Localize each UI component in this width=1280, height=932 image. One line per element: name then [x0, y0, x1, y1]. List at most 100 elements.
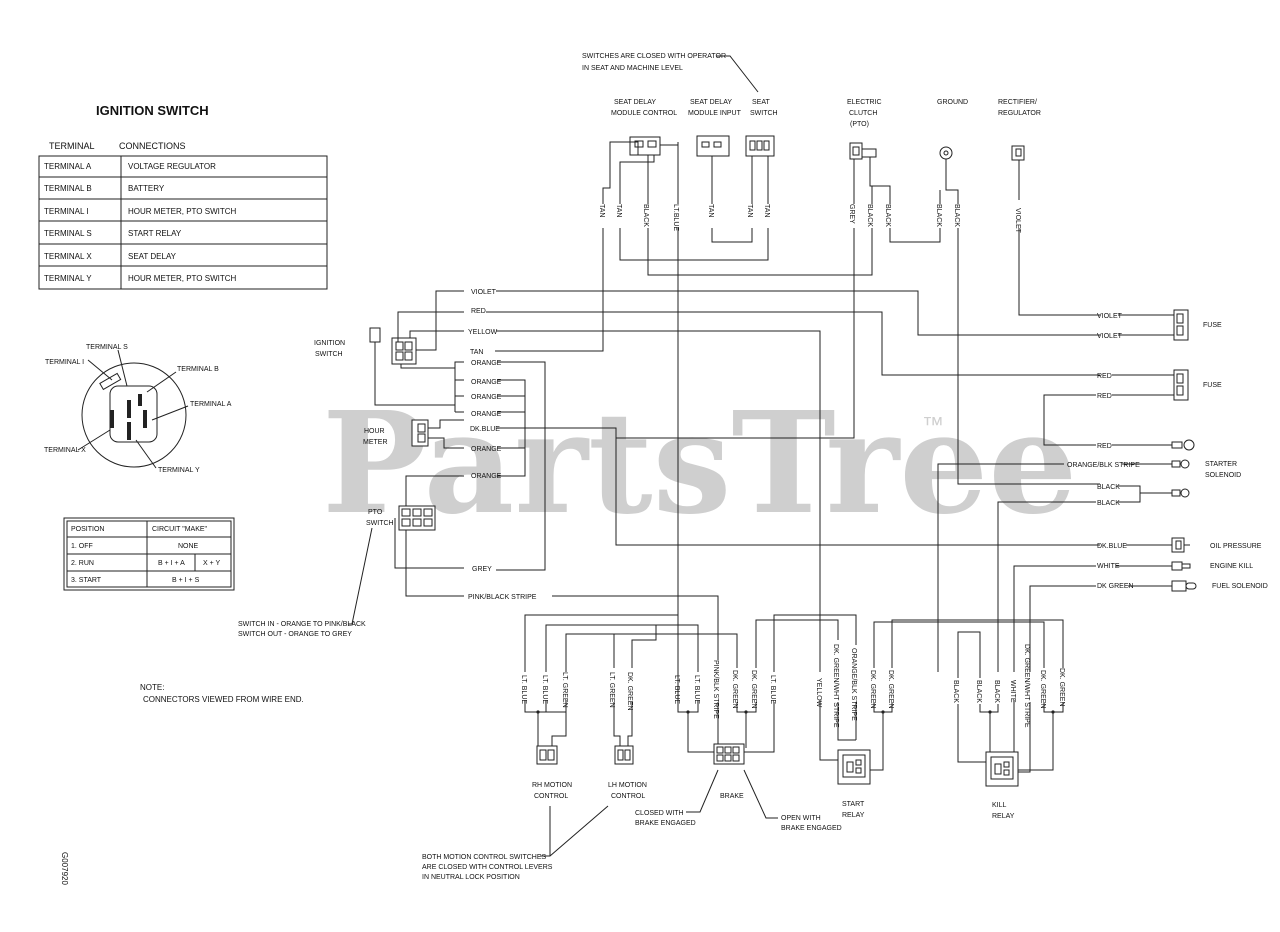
svg-text:RED: RED — [1097, 373, 1112, 380]
mid-wiring — [374, 290, 1100, 672]
svg-text:BLACK: BLACK — [1097, 484, 1120, 491]
svg-text:LT. BLUE: LT. BLUE — [693, 675, 700, 704]
rectifier-label1: RECTIFIER/ — [998, 99, 1037, 106]
kill-relay-label2: RELAY — [992, 813, 1015, 820]
svg-text:PINK/BLK STRIPE: PINK/BLK STRIPE — [712, 660, 719, 719]
pos-run-value1: B + I + A — [158, 560, 185, 567]
kill-relay-connector — [985, 751, 1019, 787]
rh-motion-label1: RH MOTION — [532, 782, 572, 789]
label-terminal-b: TERMINAL B — [177, 366, 219, 373]
drawing-number: G007920 — [60, 852, 69, 885]
start-relay-connector — [837, 749, 871, 785]
ground-label: GROUND — [937, 99, 968, 106]
kill-relay-label1: KILL — [992, 802, 1007, 809]
clutch-label1: ELECTRIC — [847, 99, 882, 106]
svg-text:DK GREEN: DK GREEN — [1097, 583, 1134, 590]
ignition-table — [38, 155, 328, 290]
starter-solenoid-terminal — [1171, 459, 1190, 469]
svg-text:WHITE: WHITE — [1097, 563, 1120, 570]
rectifier-label2: REGULATOR — [998, 110, 1041, 117]
svg-text:GREY: GREY — [472, 566, 492, 573]
svg-text:ORANGE: ORANGE — [471, 394, 502, 401]
engine-kill-connector — [1171, 561, 1191, 571]
pos-start-value: B + I + S — [172, 577, 200, 584]
svg-text:BLACK: BLACK — [884, 204, 891, 227]
right-wiring — [937, 314, 1174, 672]
seat-delay-control-label: SEAT DELAY — [614, 99, 656, 106]
label-terminal-i: TERMINAL I — [45, 359, 84, 366]
right-wire-labels: VIOLET VIOLET RED RED RED ORANGE/BLK STR… — [1067, 313, 1140, 590]
svg-text:RED: RED — [471, 308, 486, 315]
svg-text:DK. GREEN: DK. GREEN — [731, 670, 738, 709]
fuse-1-label: FUSE — [1203, 322, 1222, 329]
svg-text:BLACK: BLACK — [935, 204, 942, 227]
bottom-upper-wiring — [524, 614, 1064, 678]
svg-text:YELLOW: YELLOW — [468, 329, 498, 336]
table-cell: START RELAY — [128, 229, 182, 238]
ignition-switch-connector — [369, 327, 417, 365]
pto-switch-label2: SWITCH — [366, 520, 394, 527]
svg-text:WHITE: WHITE — [1009, 680, 1016, 703]
table-row: TERMINAL I — [44, 207, 89, 216]
mid-wire-labels: VIOLET RED YELLOW TAN ORANGE ORANGE ORAN… — [468, 289, 537, 601]
svg-text:BLACK: BLACK — [866, 204, 873, 227]
table-cell: SEAT DELAY — [128, 252, 177, 261]
starter-label2: SOLENOID — [1205, 472, 1241, 479]
svg-text:LT.BLUE: LT.BLUE — [672, 204, 679, 231]
fuel-solenoid-connector — [1171, 580, 1197, 592]
svg-text:BLACK: BLACK — [953, 204, 960, 227]
pos-start: 3. START — [71, 577, 102, 584]
table-cell: VOLTAGE REGULATOR — [128, 162, 216, 171]
table-row: TERMINAL A — [44, 162, 92, 171]
table-cell: HOUR METER, PTO SWITCH — [128, 207, 237, 216]
motion-note-1: BOTH MOTION CONTROL SWITCHES — [422, 854, 547, 861]
table-row: TERMINAL X — [44, 252, 92, 261]
svg-text:PINK/BLACK STRIPE: PINK/BLACK STRIPE — [468, 594, 537, 601]
svg-text:GREY: GREY — [848, 204, 855, 224]
fuse-1 — [1173, 309, 1189, 341]
watermark-tm: ™ — [922, 412, 944, 437]
svg-text:BLACK: BLACK — [993, 680, 1000, 703]
svg-text:TAN: TAN — [615, 204, 622, 217]
pos-run-value2: X + Y — [203, 560, 221, 567]
motion-note-2: ARE CLOSED WITH CONTROL LEVERS — [422, 864, 553, 871]
pto-switch-connector — [394, 475, 464, 597]
svg-text:ORANGE: ORANGE — [471, 411, 502, 418]
seat-delay-input-label: SEAT DELAY — [690, 99, 732, 106]
ignition-switch-label1: IGNITION — [314, 340, 345, 347]
svg-text:ORANGE: ORANGE — [471, 360, 502, 367]
label-terminal-y: TERMINAL Y — [158, 467, 200, 474]
top-wiring — [495, 141, 1100, 712]
label-terminal-s: TERMINAL S — [86, 344, 128, 351]
svg-text:DK. GREEN/WHT STRIPE: DK. GREEN/WHT STRIPE — [832, 644, 839, 728]
table-row: TERMINAL B — [44, 184, 92, 193]
svg-text:DK. GREEN: DK. GREEN — [750, 670, 757, 709]
rh-motion-label2: CONTROL — [534, 793, 568, 800]
oil-pressure-connector — [1171, 537, 1190, 553]
svg-text:TAN: TAN — [470, 349, 483, 356]
brake-open-2: BRAKE ENGAGED — [781, 825, 842, 832]
svg-text:VIOLET: VIOLET — [471, 289, 497, 296]
pos-off-value: NONE — [178, 543, 199, 550]
oil-pressure-label: OIL PRESSURE — [1210, 543, 1262, 550]
brake-connector — [713, 743, 745, 765]
seat-delay-control-label2: MODULE CONTROL — [611, 110, 677, 117]
col-terminal: TERMINAL — [49, 141, 95, 151]
svg-text:BLACK: BLACK — [1097, 500, 1120, 507]
svg-text:VIOLET: VIOLET — [1097, 313, 1123, 320]
ignition-switch-face — [77, 349, 189, 469]
brake-open-1: OPEN WITH — [781, 815, 821, 822]
svg-text:LT. BLUE: LT. BLUE — [673, 675, 680, 704]
col-connections: CONNECTIONS — [119, 141, 186, 151]
svg-text:BLACK: BLACK — [952, 680, 959, 703]
starter-label1: STARTER — [1205, 461, 1237, 468]
ignition-switch-label2: SWITCH — [315, 351, 343, 358]
rh-motion-connector — [536, 745, 558, 765]
lh-motion-label1: LH MOTION — [608, 782, 647, 789]
svg-text:DK. GREEN: DK. GREEN — [1039, 670, 1046, 709]
table-row: TERMINAL S — [44, 229, 92, 238]
seat-switch-label2: SWITCH — [750, 110, 778, 117]
svg-text:DK. GREEN: DK. GREEN — [887, 670, 894, 709]
svg-text:DK.BLUE: DK.BLUE — [470, 426, 500, 433]
label-terminal-a: TERMINAL A — [190, 401, 232, 408]
